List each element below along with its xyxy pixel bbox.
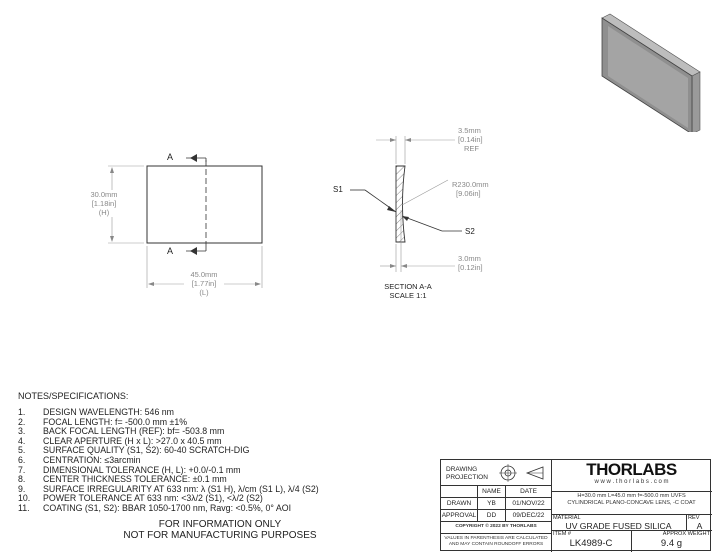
section-view bbox=[350, 136, 462, 272]
third-angle-projection-icon bbox=[499, 464, 544, 482]
note-text: COATING (S1, S2): BBAR 1050-1700 nm, Rav… bbox=[43, 503, 292, 513]
note-item: 2. FOCAL LENGTH: f= -500.0 mm ±1% bbox=[18, 416, 428, 428]
section-marker-bottom: A bbox=[167, 246, 174, 256]
revision-value: A bbox=[696, 521, 703, 531]
note-number: 9. bbox=[18, 483, 26, 494]
item-number: LK4989-C bbox=[569, 538, 613, 549]
approx-weight: 9.4 g bbox=[660, 538, 683, 549]
note-number: 11. bbox=[18, 503, 30, 513]
section-caption: SECTION A-A SCALE 1:1 bbox=[384, 282, 432, 300]
note-number: 2. bbox=[18, 416, 26, 427]
note-text: SURFACE IRREGULARITY AT 633 nm: λ (S1 H)… bbox=[43, 483, 319, 494]
edge-thickness-dimension: 3.5mm [0.14in] REF bbox=[458, 126, 483, 153]
surface-s1-label: S1 bbox=[333, 185, 343, 194]
note-item: 6. CENTRATION: ≤3arcmin bbox=[18, 455, 428, 466]
note-item: 4. CLEAR APERTURE (H x L): >27.0 x 40.5 m… bbox=[18, 435, 428, 447]
note-text: DIMENSIONAL TOLERANCE (H, L): +0.0/-0.1 … bbox=[43, 464, 241, 475]
note-item: 10. POWER TOLERANCE AT 633 nm: <3λ/2 (S1)… bbox=[18, 494, 428, 504]
note-item: 3. BACK FOCAL LENGTH (REF): bf= -503.8 mm bbox=[18, 427, 428, 437]
disclaimer: FOR INFORMATION ONLY NOT FOR MANUFACTURI… bbox=[123, 519, 317, 541]
length-dimension: 45.0mm [1.77in] (L) bbox=[184, 270, 224, 297]
note-text: SURFACE QUALITY (S1, S2): 60-40 SCRATCH-… bbox=[43, 445, 250, 456]
front-view bbox=[108, 154, 263, 288]
center-thickness-dimension: 3.0mm [0.12in] bbox=[458, 254, 483, 272]
section-marker-top: A bbox=[167, 152, 174, 162]
note-item: 11. COATING (S1, S2): BBAR 1050-1700 nm, … bbox=[18, 503, 428, 514]
radius-dimension: R230.0mm [9.06in] bbox=[452, 180, 489, 198]
lens-3d-preview bbox=[601, 13, 701, 132]
note-number: 8. bbox=[18, 474, 26, 485]
note-item: 8. CENTER THICKNESS TOLERANCE: ±0.1 mm bbox=[18, 475, 428, 485]
note-number: 1. bbox=[18, 407, 26, 417]
projection-label: DRAWING PROJECTION bbox=[446, 466, 488, 481]
note-number: 3. bbox=[18, 426, 26, 437]
note-item: 5. SURFACE QUALITY (S1, S2): 60-40 SCRATC… bbox=[18, 446, 428, 456]
part-description: H=30.0 mm L=45.0 mm f=-500.0 mm UVFS CYL… bbox=[567, 493, 696, 506]
note-text: CLEAR APERTURE (H x L): >27.0 x 40.5 mm bbox=[43, 435, 222, 446]
notes-title: NOTES/SPECIFICATIONS: bbox=[18, 391, 129, 401]
note-number: 6. bbox=[18, 455, 26, 465]
note-number: 7. bbox=[18, 464, 26, 475]
material-value: UV GRADE FUSED SILICA bbox=[565, 521, 672, 531]
thorlabs-logo: THORLABS bbox=[586, 460, 677, 479]
website: w w w . t h o r l a b s . c o m bbox=[594, 479, 669, 485]
note-text: DESIGN WAVELENGTH: 546 nm bbox=[43, 407, 175, 417]
note-item: 1. DESIGN WAVELENGTH: 546 nm bbox=[18, 407, 428, 418]
note-item: 7. DIMENSIONAL TOLERANCE (H, L): +0.0/-0.… bbox=[18, 464, 428, 476]
note-text: CENTER THICKNESS TOLERANCE: ±0.1 mm bbox=[43, 474, 227, 485]
note-number: 5. bbox=[18, 445, 26, 456]
title-block: DRAWING PROJECTION NAME DATE DRAWN YB 01… bbox=[440, 459, 712, 552]
height-dimension: 30.0mm [1.18in] (H) bbox=[84, 190, 124, 217]
note-number: 10. bbox=[18, 493, 31, 504]
note-number: 4. bbox=[18, 435, 26, 446]
note-item: 9. SURFACE IRREGULARITY AT 633 nm: λ (S1 … bbox=[18, 483, 428, 495]
note-text: BACK FOCAL LENGTH (REF): bf= -503.8 mm bbox=[43, 426, 225, 437]
note-text: CENTRATION: ≤3arcmin bbox=[43, 455, 141, 465]
note-text: POWER TOLERANCE AT 633 nm: <3λ/2 (S1), <… bbox=[43, 493, 263, 504]
note-text: FOCAL LENGTH: f= -500.0 mm ±1% bbox=[43, 416, 188, 427]
surface-s2-label: S2 bbox=[465, 227, 475, 236]
values-note: VALUES IN PARENTHESIS ARE CALCULATED AND… bbox=[444, 536, 548, 547]
